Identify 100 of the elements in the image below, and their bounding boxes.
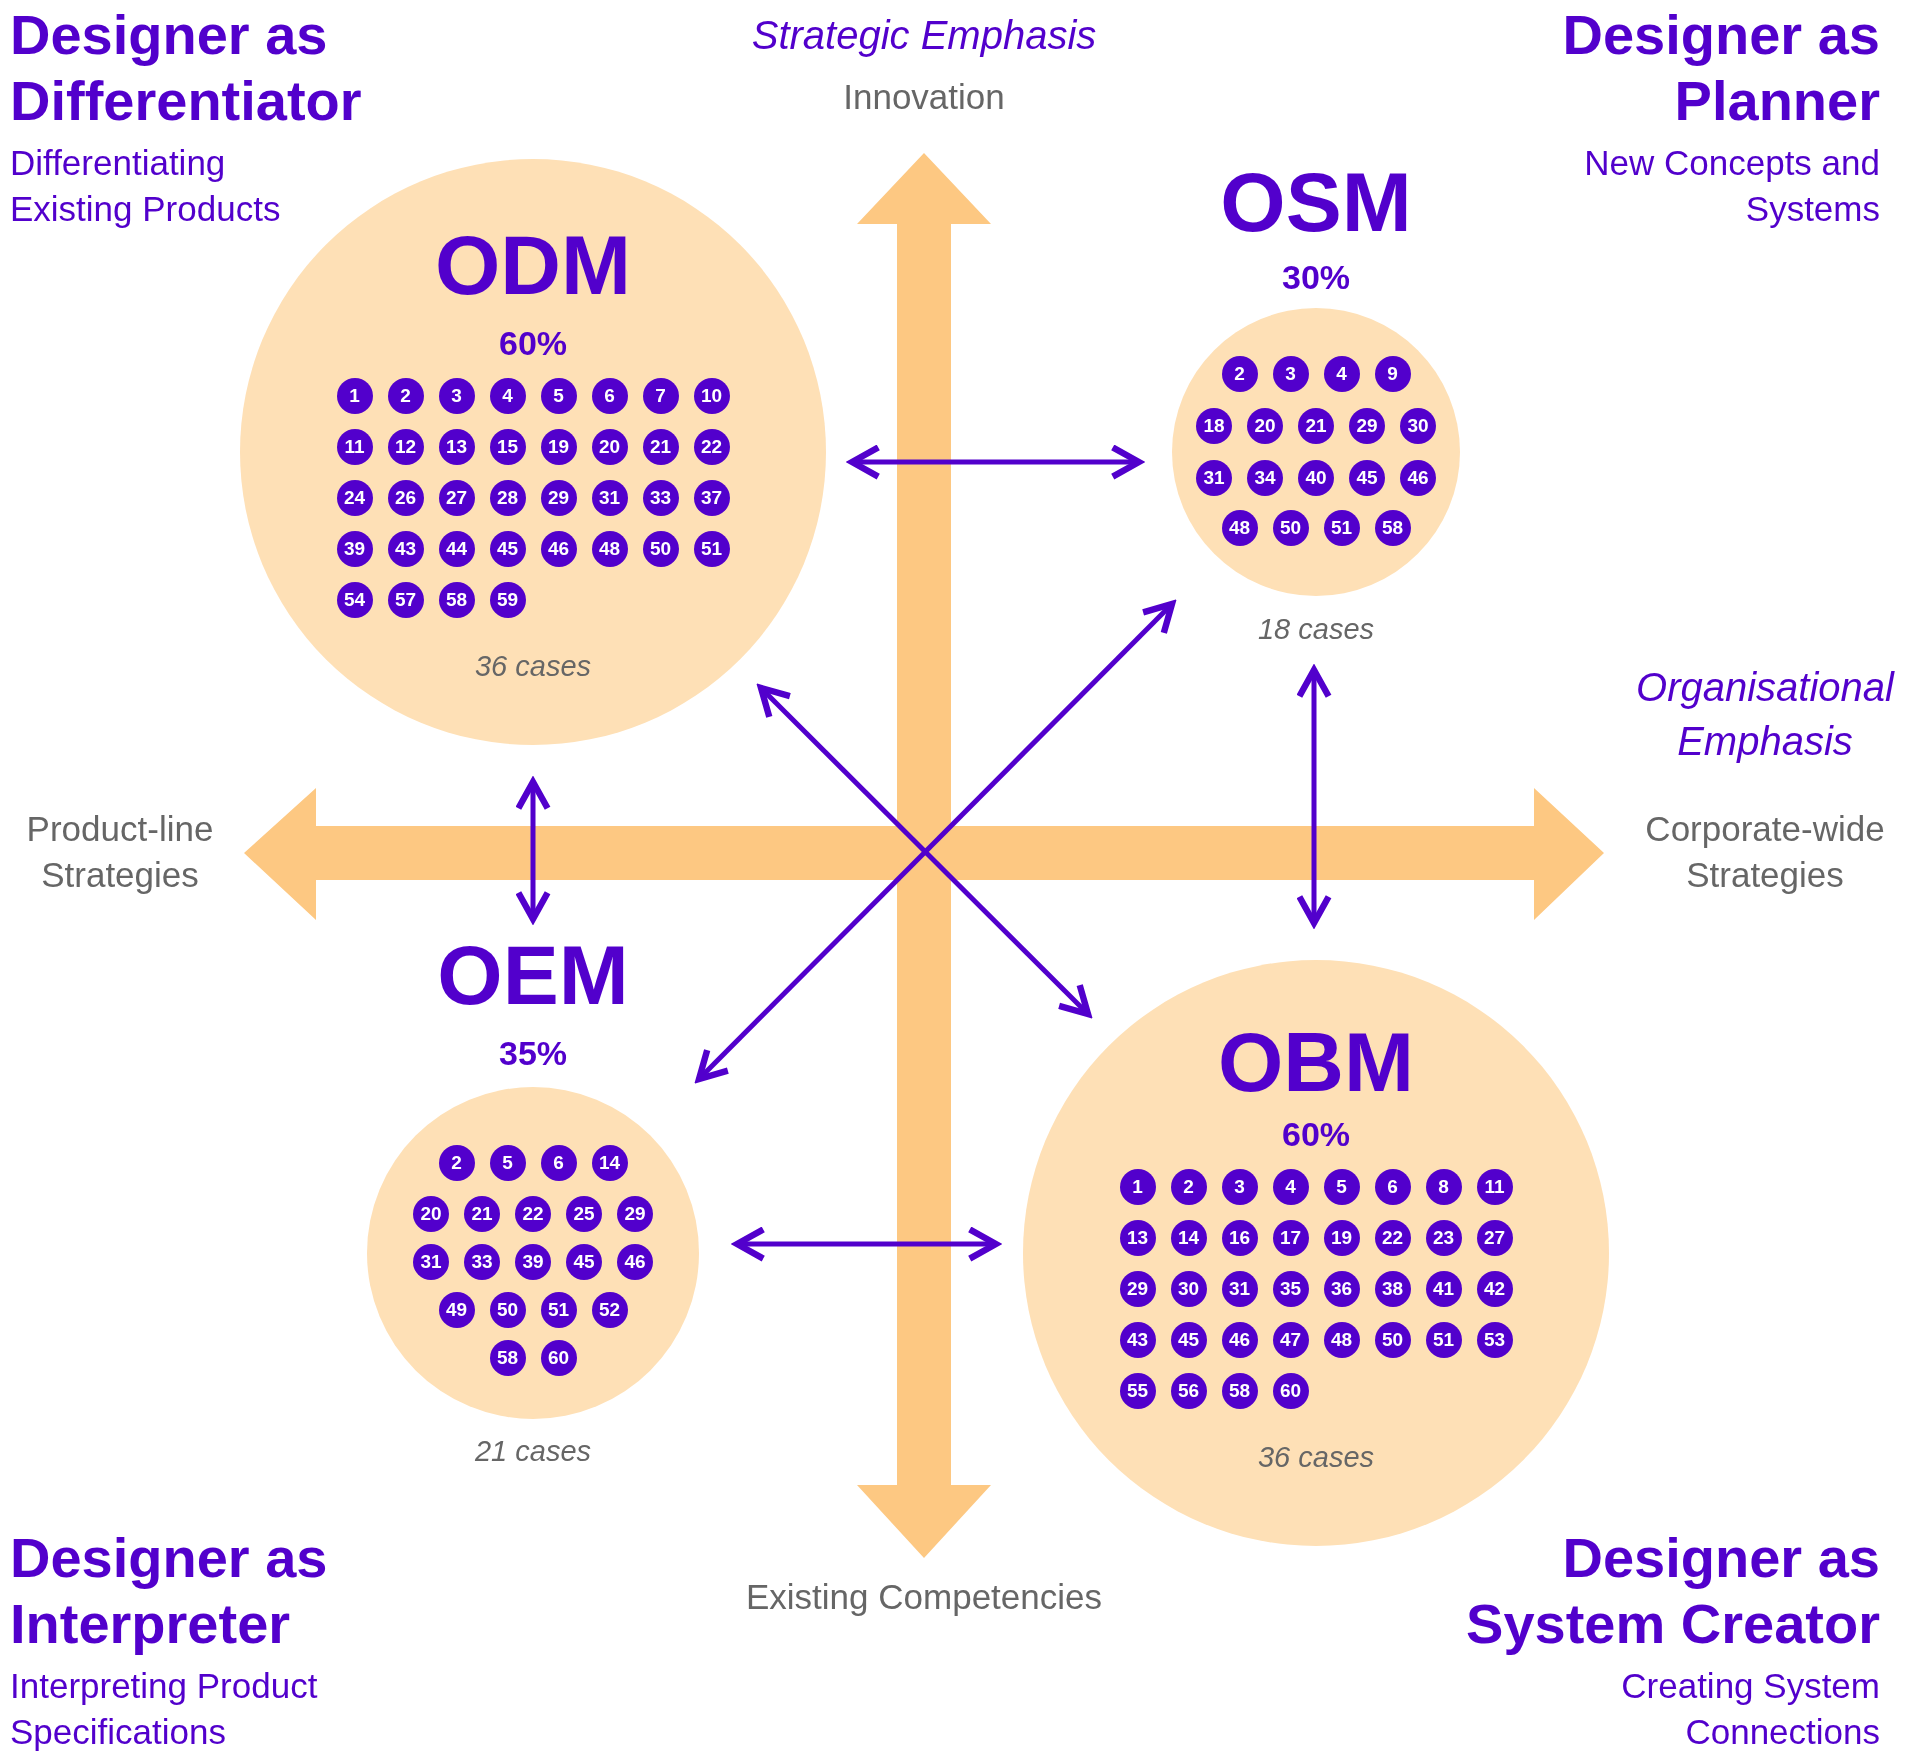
number-badge: 27 <box>1476 1220 1513 1256</box>
number-badge: 48 <box>591 531 628 567</box>
number-badge: 41 <box>1425 1271 1462 1307</box>
number-badge: 53 <box>1476 1322 1513 1358</box>
number-badge: 1 <box>1119 1169 1156 1205</box>
number-badge: 35 <box>1272 1271 1309 1307</box>
quadrant-heading: Designer as Planner <box>1561 2 1880 134</box>
number-badge: 5 <box>1323 1169 1360 1205</box>
number-badge: 16 <box>1221 1220 1258 1256</box>
number-badge: 50 <box>1374 1322 1411 1358</box>
number-badge: 45 <box>489 531 526 567</box>
percentage-label: 35% <box>497 1033 569 1073</box>
quadrant-subtitle: New Concepts and Systems <box>1583 142 1880 230</box>
double-headed-arrow <box>695 600 1176 1083</box>
number-badge: 42 <box>1476 1271 1513 1307</box>
case-count: 36 cases <box>1256 1440 1376 1474</box>
quadrant-subtitle: Differentiating Existing Products <box>10 142 282 230</box>
number-badge: 7 <box>642 378 679 414</box>
number-badge: 19 <box>540 429 577 465</box>
number-badge: 44 <box>438 531 475 567</box>
number-badge: 50 <box>642 531 679 567</box>
number-badge: 46 <box>1221 1322 1258 1358</box>
number-badge: 37 <box>693 480 730 516</box>
number-badge: 2 <box>1170 1169 1207 1205</box>
model-heading: ODM <box>434 216 632 314</box>
number-badge: 22 <box>693 429 730 465</box>
number-badge: 20 <box>591 429 628 465</box>
number-badge: 59 <box>489 582 526 618</box>
axis-label: Innovation <box>842 76 1006 118</box>
number-badge: 11 <box>336 429 373 465</box>
number-badge: 51 <box>693 531 730 567</box>
number-badge: 17 <box>1272 1220 1309 1256</box>
double-headed-arrow <box>757 684 1092 1018</box>
case-count: 18 cases <box>1256 612 1376 646</box>
number-badge: 58 <box>438 582 475 618</box>
number-badge: 58 <box>1221 1373 1258 1409</box>
number-badge: 57 <box>387 582 424 618</box>
percentage-label: 30% <box>1280 257 1352 297</box>
number-badge: 4 <box>1272 1169 1309 1205</box>
number-badge: 48 <box>1323 1322 1360 1358</box>
number-badge: 6 <box>1374 1169 1411 1205</box>
quadrant-heading: Designer as System Creator <box>1465 1525 1880 1657</box>
model-heading: OSM <box>1219 153 1413 251</box>
axis-label: Product-line Strategies <box>25 808 215 896</box>
percentage-label: 60% <box>497 323 569 363</box>
number-badge: 23 <box>1425 1220 1462 1256</box>
quadrant-heading: Designer as Interpreter <box>10 1525 329 1657</box>
number-badge: 21 <box>642 429 679 465</box>
number-badge: 1 <box>336 378 373 414</box>
number-badge: 55 <box>1119 1373 1156 1409</box>
number-badge: 10 <box>693 378 730 414</box>
number-badge: 47 <box>1272 1322 1309 1358</box>
number-badge: 12 <box>387 429 424 465</box>
number-badge: 5 <box>540 378 577 414</box>
number-badge: 60 <box>1272 1373 1309 1409</box>
case-count: 21 cases <box>473 1434 593 1468</box>
number-badge: 54 <box>336 582 373 618</box>
double-headed-arrow <box>848 444 1143 480</box>
number-badge: 36 <box>1323 1271 1360 1307</box>
number-badge: 13 <box>438 429 475 465</box>
number-badge: 13 <box>1119 1220 1156 1256</box>
percentage-label: 60% <box>1280 1114 1352 1154</box>
quadrant-subtitle: Creating System Connections <box>1620 1665 1880 1753</box>
number-badge: 30 <box>1170 1271 1207 1307</box>
model-heading: OBM <box>1217 1013 1415 1111</box>
double-headed-arrow <box>733 1226 1000 1262</box>
number-badge: 11 <box>1476 1169 1513 1205</box>
number-badge: 8 <box>1425 1169 1462 1205</box>
number-badge: 33 <box>642 480 679 516</box>
number-badge: 28 <box>489 480 526 516</box>
number-badge: 45 <box>1170 1322 1207 1358</box>
number-badge: 14 <box>1170 1220 1207 1256</box>
double-headed-arrow <box>515 778 551 923</box>
number-badge: 3 <box>438 378 475 414</box>
model-heading: OEM <box>436 926 630 1024</box>
number-badge: 38 <box>1374 1271 1411 1307</box>
case-count: 36 cases <box>473 649 593 683</box>
axis-label: Existing Competencies <box>745 1576 1103 1618</box>
number-badge: 43 <box>1119 1322 1156 1358</box>
number-badge: 6 <box>591 378 628 414</box>
number-badge: 46 <box>540 531 577 567</box>
axis-label: Corporate-wide Strategies <box>1644 808 1886 896</box>
number-badge: 3 <box>1221 1169 1258 1205</box>
quadrant-heading: Designer as Differentiator <box>10 2 363 134</box>
number-badge: 2 <box>387 378 424 414</box>
number-badge: 24 <box>336 480 373 516</box>
number-badge: 29 <box>540 480 577 516</box>
number-badge: 56 <box>1170 1373 1207 1409</box>
number-badge: 31 <box>1221 1271 1258 1307</box>
number-badge: 29 <box>1119 1271 1156 1307</box>
quadrant-subtitle: Interpreting Product Specifications <box>10 1665 319 1753</box>
number-badge: 51 <box>1425 1322 1462 1358</box>
number-badge: 19 <box>1323 1220 1360 1256</box>
number-badge: 39 <box>336 531 373 567</box>
double-headed-arrow <box>1296 666 1332 927</box>
axis-title: Strategic Emphasis <box>750 12 1098 59</box>
number-badge: 4 <box>489 378 526 414</box>
number-badge: 22 <box>1374 1220 1411 1256</box>
number-badge: 31 <box>591 480 628 516</box>
number-badge: 43 <box>387 531 424 567</box>
